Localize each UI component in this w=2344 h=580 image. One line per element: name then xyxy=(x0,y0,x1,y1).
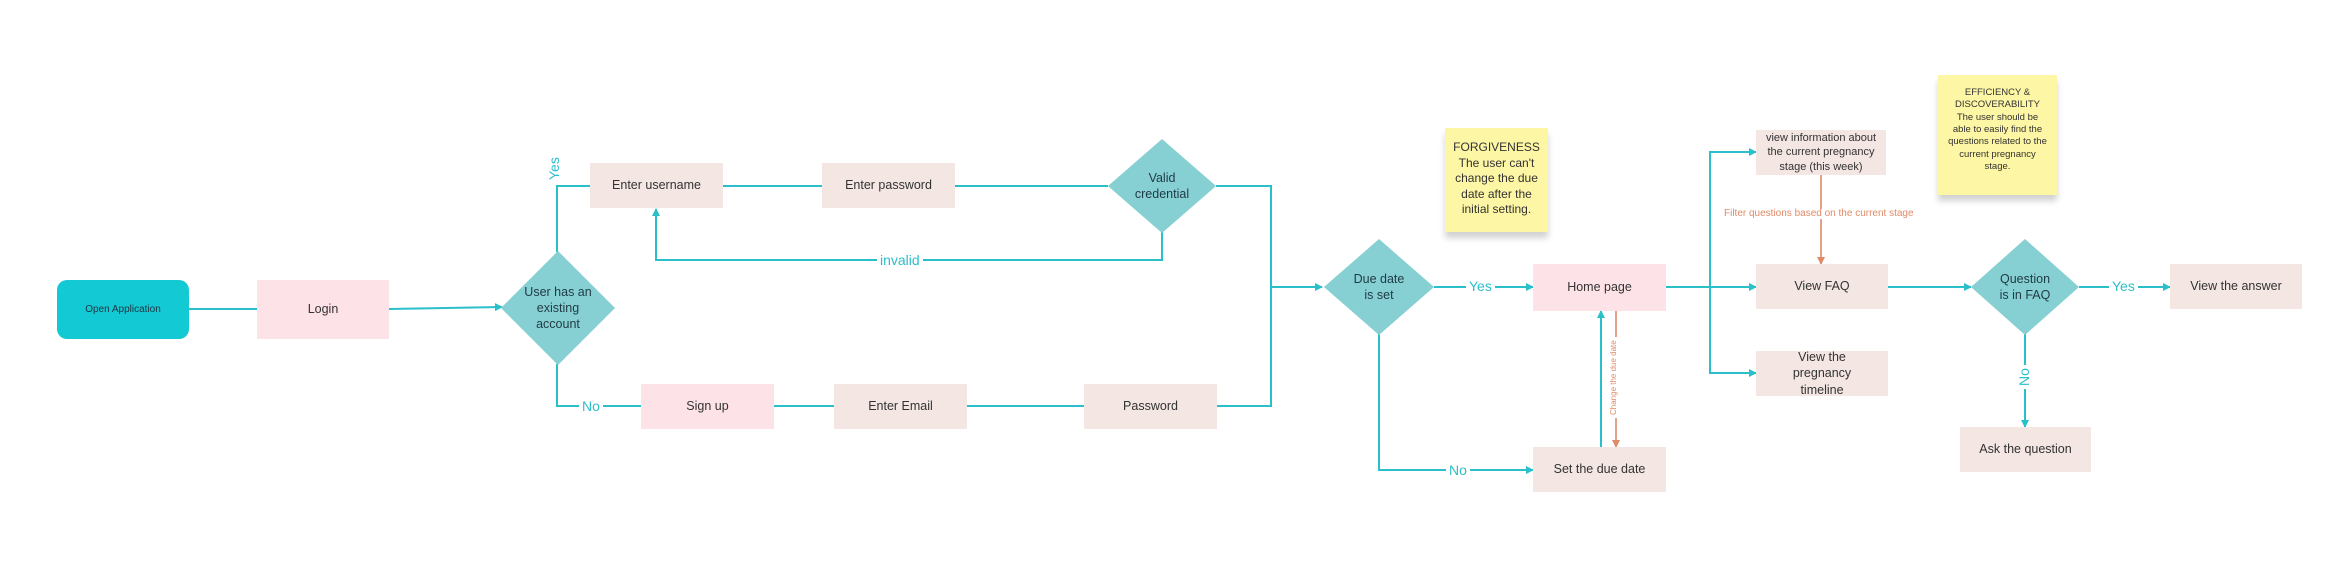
node-sign-up: Sign up xyxy=(641,384,774,429)
node-enter-email: Enter Email xyxy=(834,384,967,429)
decision-text: Valid credential xyxy=(1134,170,1190,201)
edge-branch-info xyxy=(1709,148,1757,287)
label-filter-questions: Filter questions based on the current st… xyxy=(1721,209,1917,219)
edge-branch-timeline xyxy=(1709,287,1757,377)
diamond-shape xyxy=(1108,139,1216,233)
decision-user-has-account: User has an existing account xyxy=(501,251,615,365)
note-body: The user can't change the due date after… xyxy=(1455,155,1538,217)
sticky-note-efficiency: EFFICIENCY & DISCOVERABILITY The user sh… xyxy=(1938,75,2057,195)
label-change-due-date: Change the due date xyxy=(1609,337,1618,418)
decision-label: Valid credential xyxy=(1108,139,1216,233)
node-enter-password: Enter password xyxy=(822,163,955,208)
diamond-shape xyxy=(1324,239,1434,335)
diamond-shape xyxy=(501,251,615,365)
node-open-application: Open Application xyxy=(57,280,189,339)
note-title: EFFICIENCY & DISCOVERABILITY xyxy=(1955,87,2040,111)
edge-decision-signup xyxy=(556,364,641,407)
decision-text: Question is in FAQ xyxy=(1999,271,2051,302)
edge-password-merge xyxy=(1217,287,1272,407)
label-yes-answer: Yes xyxy=(2109,279,2138,293)
node-password: Password xyxy=(1084,384,1217,429)
edge-decision-username xyxy=(556,185,590,252)
decision-due-date-set: Due date is set xyxy=(1324,239,1434,335)
node-home-page: Home page xyxy=(1533,264,1666,311)
decision-label: User has an existing account xyxy=(501,251,615,365)
node-view-timeline: View the pregnancy timeline xyxy=(1756,350,1888,397)
decision-question-in-faq: Question is in FAQ xyxy=(1971,239,2079,335)
edge-login-decision xyxy=(388,303,503,312)
node-view-answer: View the answer xyxy=(2170,264,2302,309)
node-ask-question: Ask the question xyxy=(1960,427,2091,472)
note-title: FORGIVENESS xyxy=(1453,140,1540,154)
label-invalid: invalid xyxy=(877,253,923,267)
decision-text: Due date is set xyxy=(1353,271,1405,302)
node-set-due-date: Set the due date xyxy=(1533,447,1666,492)
edge-valid-merge xyxy=(1216,185,1272,287)
decision-label: Due date is set xyxy=(1324,239,1434,335)
label-no-set-due: No xyxy=(1446,463,1470,477)
node-view-information: view information about the current pregn… xyxy=(1756,130,1886,175)
node-enter-username: Enter username xyxy=(590,163,723,208)
diamond-shape xyxy=(1971,239,2079,335)
label-yes-username: Yes xyxy=(546,154,562,183)
decision-text: User has an existing account xyxy=(524,284,592,332)
label-no-ask: No xyxy=(2016,365,2032,389)
label-yes-home: Yes xyxy=(1466,279,1495,293)
node-view-faq: View FAQ xyxy=(1756,264,1888,309)
decision-label: Question is in FAQ xyxy=(1971,239,2079,335)
label-no-signup: No xyxy=(579,399,603,413)
decision-valid-credential: Valid credential xyxy=(1108,139,1216,233)
note-body: The user should be able to easily find t… xyxy=(1948,111,2047,173)
node-login: Login xyxy=(257,280,389,339)
edge-duedate-setdue xyxy=(1378,334,1534,474)
sticky-note-forgiveness: FORGIVENESS The user can't change the du… xyxy=(1445,128,1548,232)
